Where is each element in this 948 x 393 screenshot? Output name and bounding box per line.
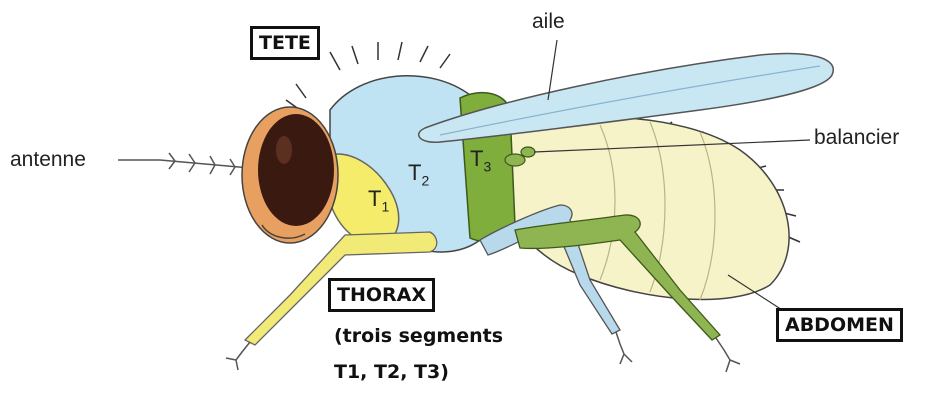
wing-label: aile bbox=[532, 10, 565, 34]
head-label: TETE bbox=[250, 26, 320, 60]
segment-t3-label: T3 bbox=[470, 146, 491, 174]
segment-t1-label: T1 bbox=[368, 186, 389, 214]
thorax-note-line1: (trois segments bbox=[334, 322, 503, 350]
eye-shape bbox=[258, 114, 334, 226]
abdomen-label: ABDOMEN bbox=[776, 308, 903, 342]
antenna-label: antenne bbox=[10, 148, 86, 172]
middle-foot-shape bbox=[616, 332, 632, 364]
front-foot-shape bbox=[226, 342, 250, 370]
segment-t2-label: T2 bbox=[408, 160, 429, 188]
antenna-shape bbox=[160, 153, 250, 175]
abdomen-shape bbox=[500, 117, 789, 300]
thorax-label: THORAX bbox=[328, 278, 435, 312]
haltere-label: balancier bbox=[814, 126, 899, 150]
eye-highlight bbox=[276, 136, 292, 164]
hind-foot-shape bbox=[716, 338, 740, 372]
thorax-note-line2: T1, T2, T3) bbox=[334, 358, 449, 386]
